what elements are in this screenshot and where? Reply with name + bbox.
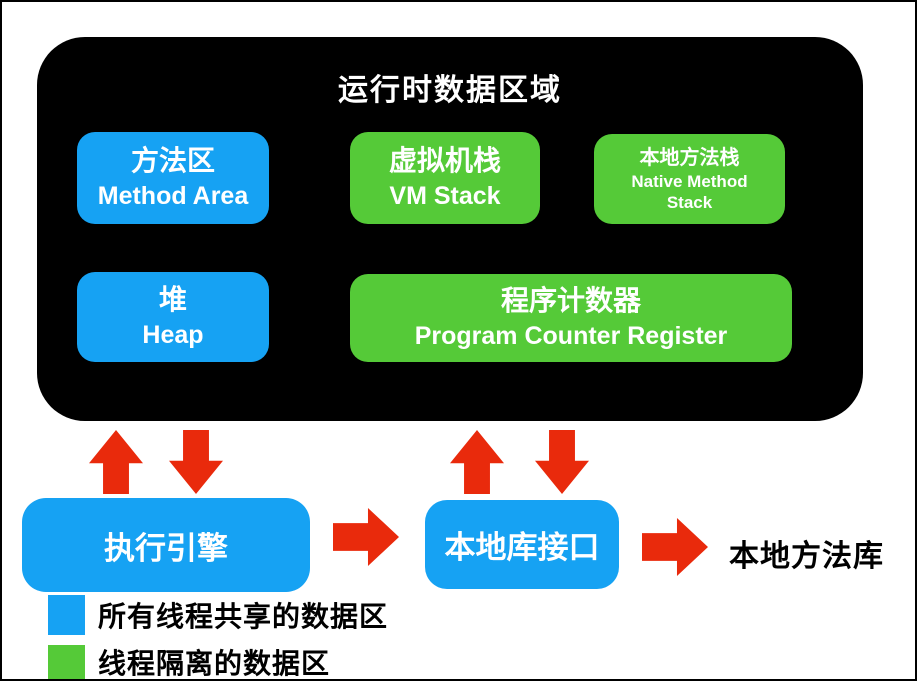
legend-swatch-green (48, 645, 85, 679)
arrow-up-icon (89, 430, 143, 494)
arrow-down-icon (169, 430, 223, 494)
execution-engine-label: 执行引擎 (104, 530, 228, 566)
native-method-stack-box: 本地方法栈 Native Method Stack (594, 134, 785, 224)
legend-label-shared: 所有线程共享的数据区 (98, 601, 389, 632)
legend-swatch-blue (48, 595, 85, 635)
method-area-label-en: Method Area (97, 181, 249, 210)
pc-register-label-en: Program Counter Register (414, 321, 728, 350)
runtime-data-area-container: 运行时数据区域 方法区 Method Area 虚拟机栈 VM Stack 本地… (37, 37, 863, 421)
method-area-label-zh: 方法区 (130, 145, 215, 177)
legend-item-shared: 所有线程共享的数据区 (48, 595, 388, 635)
arrow-down-icon (535, 430, 589, 494)
native-interface-box: 本地库接口 (425, 500, 619, 589)
legend-item-isolated: 线程隔离的数据区 (48, 642, 331, 679)
native-method-stack-label-zh: 本地方法栈 (639, 146, 740, 169)
diagram-title: 运行时数据区域 (338, 74, 562, 107)
method-area-box: 方法区 Method Area (77, 132, 269, 224)
legend-label-isolated: 线程隔离的数据区 (98, 648, 331, 679)
native-method-stack-label-en-1: Native Method (631, 171, 748, 191)
vm-stack-box: 虚拟机栈 VM Stack (350, 132, 540, 224)
vm-stack-label-en: VM Stack (389, 181, 501, 210)
pc-register-label-zh: 程序计数器 (500, 285, 641, 317)
execution-engine-box: 执行引擎 (22, 498, 310, 592)
native-method-stack-label-en-2: Stack (666, 193, 713, 213)
heap-box: 堆 Heap (77, 272, 269, 362)
heap-label-en: Heap (142, 320, 204, 349)
arrow-right-icon (642, 518, 708, 576)
native-interface-label: 本地库接口 (444, 530, 600, 565)
arrow-right-icon (333, 508, 399, 566)
heap-label-zh: 堆 (158, 284, 187, 316)
pc-register-box: 程序计数器 Program Counter Register (350, 274, 792, 362)
native-library-label: 本地方法库 (729, 540, 884, 573)
arrow-up-icon (450, 430, 504, 494)
vm-stack-label-zh: 虚拟机栈 (388, 145, 501, 177)
